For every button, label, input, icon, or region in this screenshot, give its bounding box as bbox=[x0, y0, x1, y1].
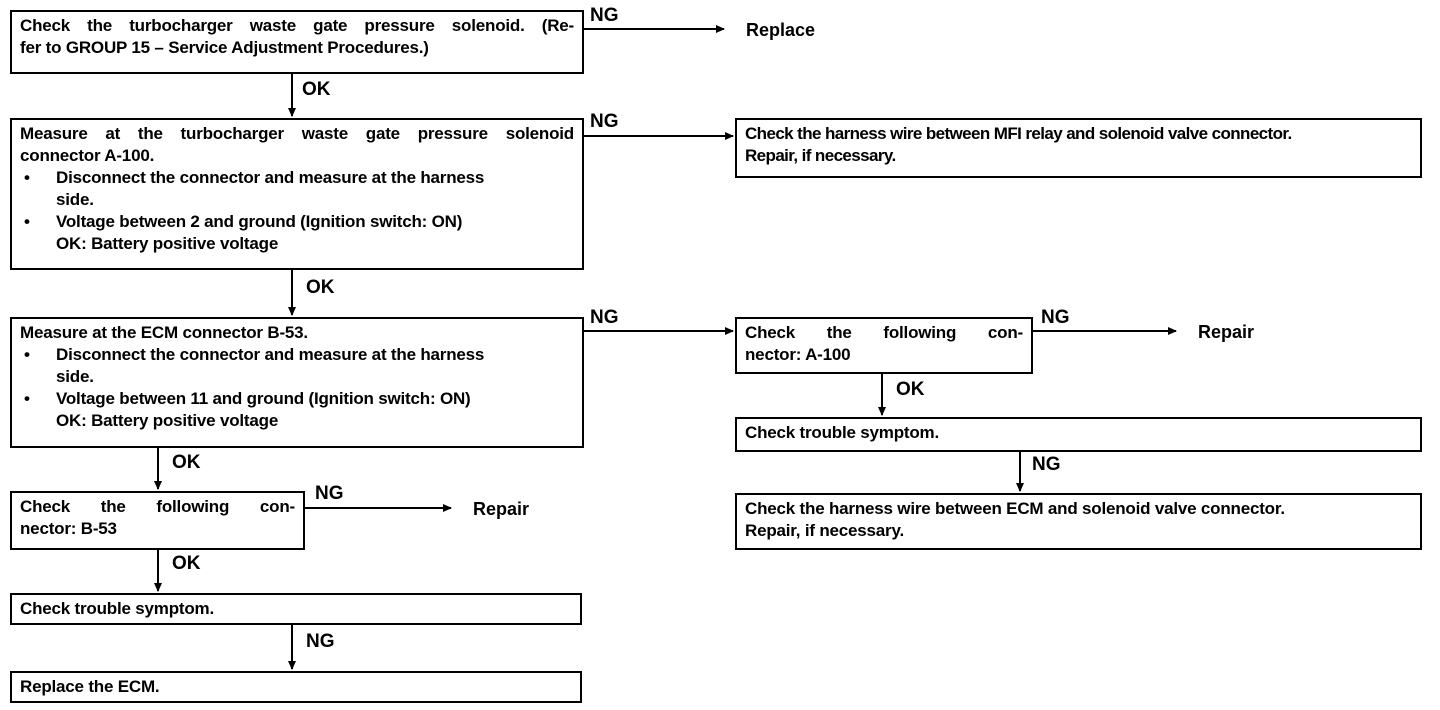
measure-a100-line1: Measure at the turbocharger waste gate p… bbox=[20, 124, 574, 143]
check-solenoid-line2: fer to GROUP 15 – Service Adjustment Pro… bbox=[20, 38, 429, 57]
harness-ecm-box: Check the harness wire between ECM and s… bbox=[735, 493, 1422, 550]
bullet-dot: • bbox=[24, 212, 30, 231]
harness-mfi-line2: Repair, if necessary. bbox=[745, 146, 896, 165]
ng-label-1: NG bbox=[590, 5, 619, 26]
ok-label-3: OK bbox=[896, 379, 925, 400]
ok-label-5: OK bbox=[172, 553, 201, 574]
trouble-symptom-left-box: Check trouble symptom. bbox=[10, 593, 582, 625]
ng-label-7: NG bbox=[306, 631, 335, 652]
measure-a100-bullet1-text: Disconnect the connector and measure at … bbox=[56, 168, 485, 187]
check-solenoid-line1: Check the turbocharger waste gate pressu… bbox=[20, 16, 574, 35]
measure-b53-bullet1-cont: side. bbox=[56, 367, 94, 386]
harness-ecm-line1: Check the harness wire between ECM and s… bbox=[745, 499, 1285, 518]
outcome-repair-a100: Repair bbox=[1198, 322, 1255, 342]
check-connector-a100-line2: nector: A-100 bbox=[745, 345, 851, 364]
bullet-dot: • bbox=[24, 168, 30, 187]
ng-label-4: NG bbox=[1041, 307, 1070, 328]
harness-mfi-line1: Check the harness wire between MFI relay… bbox=[745, 124, 1292, 143]
check-connector-b53-line1: Check the following con- bbox=[20, 497, 295, 516]
measure-a100-bullet2: • Voltage between 2 and ground (Ignition… bbox=[20, 211, 574, 233]
measure-a100-box: Measure at the turbocharger waste gate p… bbox=[10, 118, 584, 270]
trouble-symptom-left-text: Check trouble symptom. bbox=[20, 599, 214, 618]
measure-b53-bullet2: • Voltage between 11 and ground (Ignitio… bbox=[20, 388, 574, 410]
ok-label-1: OK bbox=[302, 79, 331, 100]
check-connector-b53-box: Check the following con- nector: B-53 bbox=[10, 491, 305, 550]
check-connector-b53-line2: nector: B-53 bbox=[20, 519, 117, 538]
check-solenoid-box: Check the turbocharger waste gate pressu… bbox=[10, 10, 584, 74]
harness-mfi-box: Check the harness wire between MFI relay… bbox=[735, 118, 1422, 178]
measure-b53-line1: Measure at the ECM connector B-53. bbox=[20, 323, 308, 342]
trouble-symptom-right-text: Check trouble symptom. bbox=[745, 423, 939, 442]
check-connector-a100-line1: Check the following con- bbox=[745, 323, 1023, 342]
measure-a100-ok-line: OK: Battery positive voltage bbox=[20, 233, 574, 255]
measure-a100-bullet1: • Disconnect the connector and measure a… bbox=[20, 167, 574, 189]
ok-key: OK: bbox=[56, 234, 87, 253]
outcome-repair-b53: Repair bbox=[473, 499, 530, 519]
measure-b53-box: Measure at the ECM connector B-53. • Dis… bbox=[10, 317, 584, 448]
measure-a100-bullet1-cont: side. bbox=[56, 190, 94, 209]
harness-ecm-line2: Repair, if necessary. bbox=[745, 521, 904, 540]
measure-b53-bullet1: • Disconnect the connector and measure a… bbox=[20, 344, 574, 366]
ok-label-4: OK bbox=[172, 452, 201, 473]
ng-label-5: NG bbox=[1032, 454, 1061, 475]
ok-value: Battery positive voltage bbox=[91, 234, 279, 253]
ng-label-6: NG bbox=[315, 483, 344, 504]
outcome-replace: Replace bbox=[746, 20, 816, 40]
replace-ecm-box: Replace the ECM. bbox=[10, 671, 582, 703]
trouble-symptom-right-box: Check trouble symptom. bbox=[735, 417, 1422, 452]
measure-a100-bullet2-text: Voltage between 2 and ground (Ignition s… bbox=[56, 212, 463, 231]
ok-label-2: OK bbox=[306, 277, 335, 298]
measure-b53-bullet2-text: Voltage between 11 and ground (Ignition … bbox=[56, 389, 471, 408]
bullet-dot: • bbox=[24, 345, 30, 364]
measure-a100-line2: connector A-100. bbox=[20, 146, 155, 165]
ng-label-2: NG bbox=[590, 111, 619, 132]
check-connector-a100-box: Check the following con- nector: A-100 bbox=[735, 317, 1033, 374]
measure-b53-bullet1-text: Disconnect the connector and measure at … bbox=[56, 345, 485, 364]
ok-key: OK: bbox=[56, 411, 87, 430]
ng-label-3: NG bbox=[590, 307, 619, 328]
measure-b53-ok-line: OK: Battery positive voltage bbox=[20, 410, 574, 432]
bullet-dot: • bbox=[24, 389, 30, 408]
replace-ecm-text: Replace the ECM. bbox=[20, 677, 160, 696]
ok-value: Battery positive voltage bbox=[91, 411, 279, 430]
